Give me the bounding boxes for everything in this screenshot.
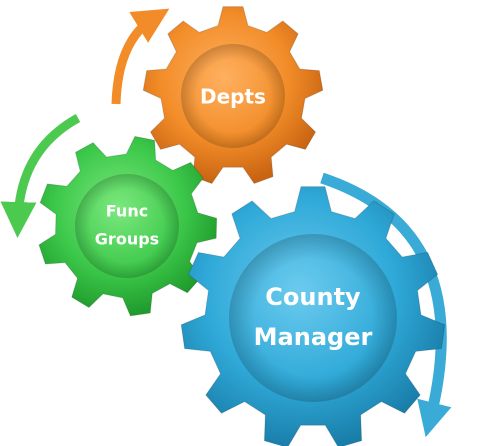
county-manager-label-line2: Manager [254,323,373,351]
func-groups-gear-hub [75,174,179,278]
depts-gear [142,6,324,185]
func-groups-label-line1: Func [106,202,148,221]
depts-label: Depts [200,85,266,109]
county-manager-gear [180,186,446,446]
county-manager-gear-hub [229,234,397,402]
depts-gear-hub [181,44,285,148]
func-groups-label-line2: Groups [95,230,159,249]
func-groups-gear [38,135,218,317]
county-manager-label-line1: County [265,283,361,311]
orange-cycle-arrow [111,8,170,105]
green-cycle-arrow [0,114,81,238]
